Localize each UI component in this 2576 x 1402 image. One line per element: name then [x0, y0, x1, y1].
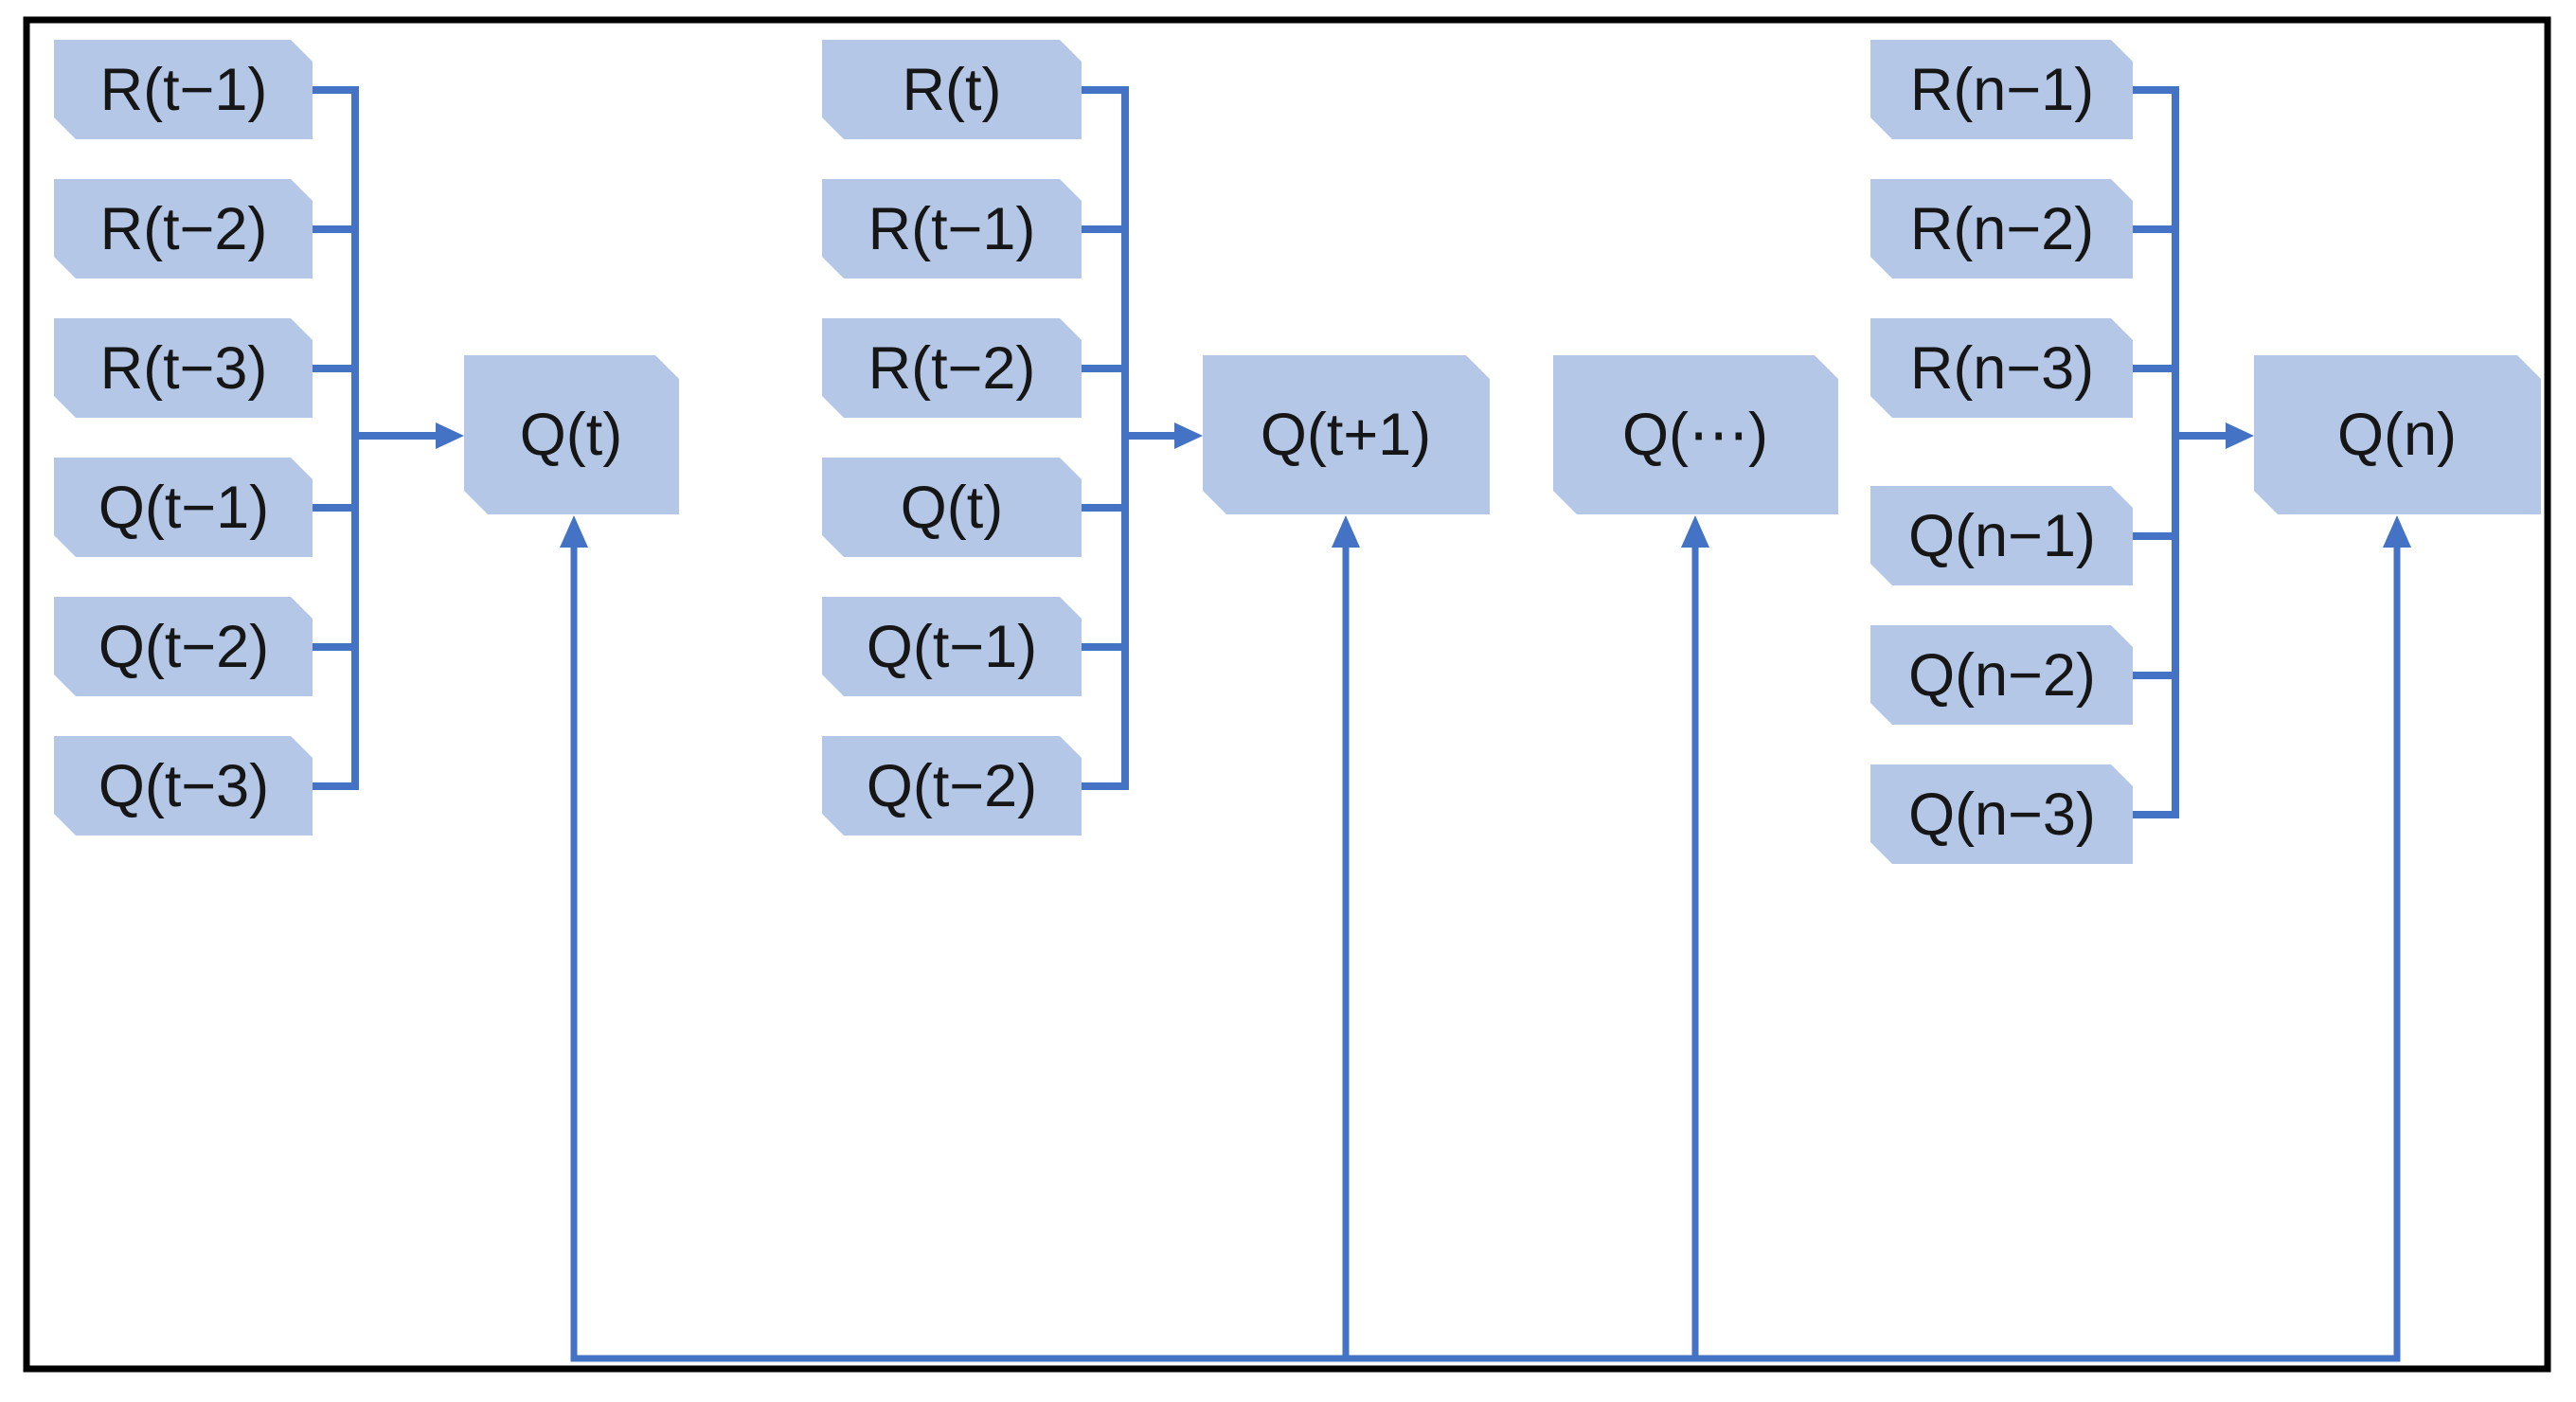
target-box: Q(n) [2254, 355, 2541, 514]
input-box-label: Q(t−1) [98, 475, 269, 541]
input-box-label: R(t−3) [100, 335, 268, 402]
target-box-label: Q(⋯) [1622, 402, 1768, 468]
column2-inputs: R(t) R(t−1) R(t−2) Q(t) Q(t−1) Q(t−2) [822, 40, 1082, 836]
input-box-shape [822, 597, 1082, 696]
input-box-label: Q(t−3) [98, 753, 269, 819]
feedback-line [570, 548, 2401, 1362]
target-box-shape [1203, 355, 1490, 514]
input-box: R(n−1) [1870, 40, 2133, 139]
input-box-label: R(t) [903, 57, 1002, 123]
input-box-label: R(t−2) [868, 335, 1036, 402]
input-box: R(n−2) [1870, 179, 2133, 279]
target-box-label: Q(t+1) [1261, 402, 1431, 468]
input-box-shape [1870, 179, 2133, 279]
target-box: Q(⋯) [1553, 355, 1838, 514]
input-box-shape [1870, 40, 2133, 139]
input-box: Q(t) [822, 458, 1082, 557]
input-box-label: R(t−1) [100, 57, 268, 123]
input-box: R(t) [822, 40, 1082, 139]
input-box: Q(n−2) [1870, 625, 2133, 725]
input-box-shape [54, 597, 313, 696]
input-box-label: R(t−1) [868, 196, 1036, 262]
input-box-shape [1870, 764, 2133, 864]
input-box: Q(t−2) [822, 736, 1082, 836]
input-box: Q(t−1) [822, 597, 1082, 696]
input-box-shape [1870, 625, 2133, 725]
input-box: R(t−2) [822, 318, 1082, 418]
arrow-right-icon [2226, 422, 2254, 449]
column4-connectors [2129, 86, 2254, 818]
arrow-up-icon [560, 515, 588, 548]
input-box: R(t−1) [822, 179, 1082, 279]
target-box: Q(t+1) [1203, 355, 1490, 514]
arrow-right-icon [436, 422, 464, 449]
input-box-label: R(n−1) [1910, 57, 2094, 123]
column1-inputs: R(t−1) R(t−2) R(t−3) Q(t−1) Q(t−2) Q(t−3… [54, 40, 313, 836]
input-box-shape [822, 179, 1082, 279]
input-box-shape [822, 458, 1082, 557]
arrow-up-icon [2383, 515, 2411, 548]
input-box-shape [54, 736, 313, 836]
input-box: Q(t−3) [54, 736, 313, 836]
input-box-shape [54, 179, 313, 279]
input-box: R(t−1) [54, 40, 313, 139]
input-box-shape [54, 458, 313, 557]
input-box-label: R(t−2) [100, 196, 268, 262]
arrow-up-icon [1332, 515, 1360, 548]
diagram-border [23, 16, 2551, 1373]
input-box-label: Q(n−2) [1908, 642, 2096, 709]
column4-inputs: R(n−1) R(n−2) R(n−3) Q(n−1) Q(n−2) Q(n−3… [1870, 40, 2133, 864]
target-box: Q(t) [464, 355, 679, 514]
feedback-loop [560, 515, 2411, 1362]
input-box-label: Q(t−1) [867, 614, 1037, 680]
input-box-shape [54, 40, 313, 139]
arrow-right-icon [1174, 422, 1203, 449]
target-box-label: Q(t) [520, 402, 622, 468]
input-box-label: Q(n−3) [1908, 782, 2096, 848]
input-box-label: Q(t−2) [98, 614, 269, 680]
target-box-shape [1553, 355, 1838, 514]
input-box-shape [822, 318, 1082, 418]
target-box-label: Q(n) [2337, 402, 2457, 468]
input-box-shape [54, 318, 313, 418]
input-box: Q(t−2) [54, 597, 313, 696]
input-box: R(n−3) [1870, 318, 2133, 418]
target-box-shape [2254, 355, 2541, 514]
target-box-shape [464, 355, 679, 514]
arrow-up-icon [1681, 515, 1709, 548]
input-box-shape [1870, 486, 2133, 585]
input-box: R(t−3) [54, 318, 313, 418]
input-box-label: R(n−2) [1910, 196, 2094, 262]
column2-connectors [1078, 86, 1203, 790]
input-box: R(t−2) [54, 179, 313, 279]
input-box-label: Q(t) [901, 475, 1003, 541]
input-box-label: Q(n−1) [1908, 503, 2096, 569]
input-box-label: Q(t−2) [867, 753, 1037, 819]
input-box: Q(n−1) [1870, 486, 2133, 585]
input-box-shape [1870, 318, 2133, 418]
input-box-shape [822, 40, 1082, 139]
input-box-shape [822, 736, 1082, 836]
input-box: Q(t−1) [54, 458, 313, 557]
input-box: Q(n−3) [1870, 764, 2133, 864]
input-box-label: R(n−3) [1910, 335, 2094, 402]
column1-connectors [309, 86, 464, 790]
